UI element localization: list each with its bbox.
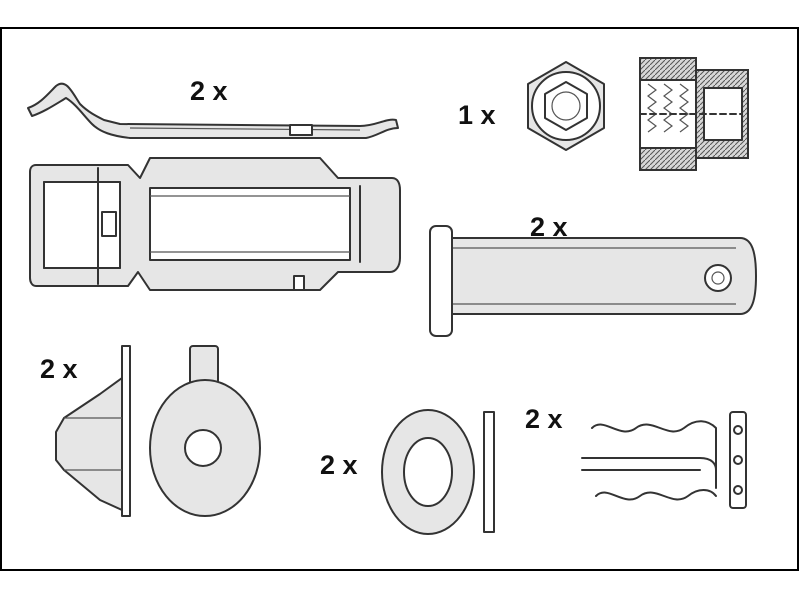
flat-washer-quantity: 2 x <box>320 450 358 480</box>
guide-pin-quantity: 2 x <box>530 212 568 242</box>
retaining-clip-quantity: 2 x <box>525 404 563 434</box>
guide-pin-part <box>429 225 757 337</box>
hex-nut-quantity: 1 x <box>458 100 496 130</box>
nut-section-part <box>639 57 749 171</box>
sealing-disc-part <box>149 345 261 517</box>
spring-clip-part <box>27 82 399 139</box>
spring-clip-quantity: 2 x <box>190 76 228 106</box>
dust-cap-part <box>55 345 131 517</box>
retaining-clip-part <box>581 411 747 509</box>
dust-cap-quantity: 2 x <box>40 354 78 384</box>
flat-washer-part <box>381 409 495 535</box>
hex-nut-part <box>527 61 605 151</box>
brake-pad-plate-part <box>29 157 401 291</box>
